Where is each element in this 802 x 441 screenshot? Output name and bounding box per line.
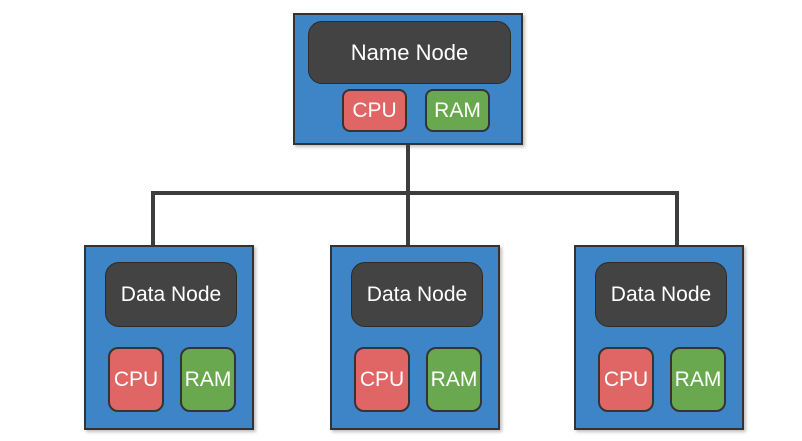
data-node-label: Data Node — [351, 262, 483, 327]
name-node-label: Name Node — [308, 21, 511, 84]
data-node-label: Data Node — [595, 262, 727, 327]
data-node-cpu-chip: CPU — [108, 347, 164, 412]
name-node-box: Name Node CPU RAM — [293, 13, 523, 145]
connector-bus-line — [151, 191, 679, 195]
connector-drop-right — [675, 191, 679, 245]
data-node-cpu-chip: CPU — [354, 347, 410, 412]
data-node-label: Data Node — [105, 262, 237, 327]
data-node-ram-chip: RAM — [670, 347, 726, 412]
name-node-ram-chip: RAM — [425, 89, 490, 132]
data-node-box-1: Data Node CPU RAM — [84, 245, 254, 430]
connector-drop-middle — [406, 191, 410, 245]
name-node-cpu-chip: CPU — [342, 89, 407, 132]
data-node-box-2: Data Node CPU RAM — [330, 245, 500, 430]
data-node-box-3: Data Node CPU RAM — [574, 245, 744, 430]
data-node-ram-chip: RAM — [180, 347, 236, 412]
data-node-ram-chip: RAM — [426, 347, 482, 412]
data-node-cpu-chip: CPU — [598, 347, 654, 412]
connector-drop-left — [151, 191, 155, 245]
connector-stem-line — [406, 145, 410, 195]
